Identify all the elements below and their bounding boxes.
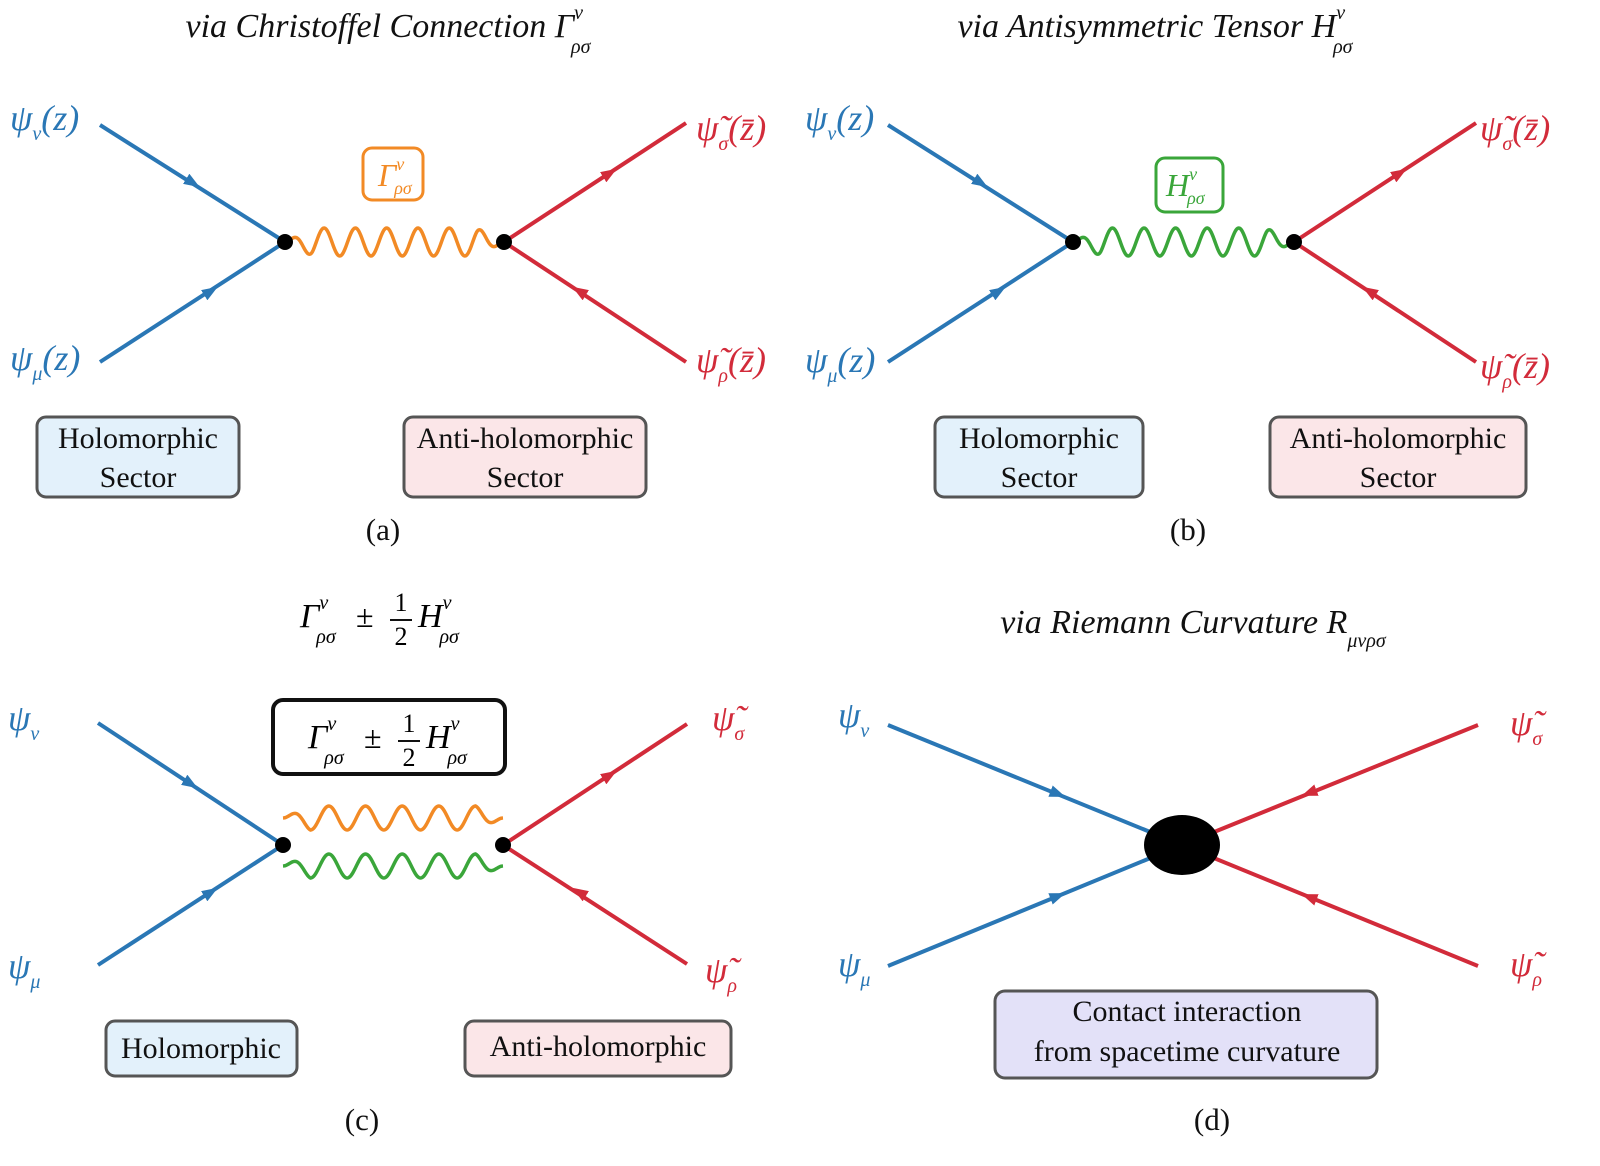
label-psi-nu: ψν — [8, 698, 39, 745]
label-psi-nu-z: ψν(z) — [805, 98, 874, 145]
vertex-left — [277, 234, 293, 250]
label-psitilde-sigma: ψ̃σ — [1510, 703, 1547, 750]
fermion-line-top-left — [98, 123, 287, 244]
fermion-line-top-left — [96, 721, 285, 847]
fermion-line-top-right — [501, 722, 689, 847]
holomorphic-sector-line2: Sector — [1001, 461, 1078, 494]
tensor-mediator-box — [1154, 156, 1225, 214]
box-formula-denominator: 2 — [403, 743, 416, 772]
label-psi-mu: ψμ — [838, 944, 870, 991]
fermion-line-top-left — [887, 723, 1183, 847]
formula-pm: ± — [356, 598, 374, 634]
antiholomorphic-sector-box — [402, 415, 648, 499]
fermion-line-bottom-right — [1292, 240, 1478, 364]
panel-d: via Riemann Curvature Rμνρσ ψν ψμ ψ̃σ ψ̃… — [838, 604, 1547, 1137]
antiholomorphic-box-label: Anti-holomorphic — [490, 1030, 707, 1063]
antiholomorphic-sector-line2: Sector — [1360, 461, 1437, 494]
christoffel-propagator — [282, 804, 504, 832]
vertex-left — [1065, 234, 1081, 250]
fermion-line-bottom-left — [887, 843, 1183, 968]
antiholomorphic-sector-line1: Anti-holomorphic — [1290, 422, 1507, 455]
holomorphic-box-label: Holomorphic — [121, 1032, 281, 1065]
holomorphic-box — [104, 1019, 299, 1078]
holomorphic-sector-box — [933, 415, 1145, 499]
vertex-left — [275, 837, 291, 853]
fermion-line-bottom-left — [98, 240, 287, 364]
holomorphic-sector-line1: Holomorphic — [58, 422, 218, 455]
label-psi-nu-z: ψν(z) — [10, 98, 79, 145]
label-psi-nu: ψν — [838, 695, 869, 742]
contact-vertex-blob — [1144, 815, 1220, 875]
christoffel-mediator-box — [361, 146, 425, 202]
label-psi-mu: ψμ — [8, 946, 40, 993]
contact-interaction-line1: Contact interaction — [1072, 995, 1301, 1028]
contact-interaction-line2: from spacetime curvature — [1034, 1035, 1341, 1068]
fermion-line-top-right — [1181, 723, 1479, 847]
formula-numerator: 1 — [395, 588, 408, 617]
panel-c-caption: (c) — [345, 1102, 379, 1137]
label-psitilde-sigma: ψ̃σ — [712, 698, 749, 745]
label-psi-mu-z: ψμ(z) — [10, 338, 80, 385]
christoffel-propagator — [284, 226, 505, 258]
tensor-propagator — [282, 852, 504, 880]
label-psitilde-rho-zbar: ψ̃ρ(z̄) — [696, 340, 766, 387]
label-psitilde-sigma-zbar: ψ̃σ(z̄) — [696, 108, 766, 155]
fermion-line-bottom-right — [1181, 843, 1479, 968]
holomorphic-sector-line2: Sector — [100, 461, 177, 494]
panel-b-caption: (b) — [1170, 512, 1206, 547]
label-psitilde-rho: ψ̃ρ — [1510, 944, 1547, 991]
panel-d-caption: (d) — [1194, 1102, 1230, 1137]
fermion-line-bottom-right — [502, 240, 688, 364]
tensor-propagator — [1072, 226, 1295, 258]
box-formula-pm: ± — [364, 719, 382, 755]
vertex-right — [496, 234, 512, 250]
fermion-line-top-left — [886, 123, 1075, 244]
holomorphic-sector-box — [35, 415, 241, 499]
combined-mediator-box — [271, 698, 507, 776]
holomorphic-sector-line1: Holomorphic — [959, 422, 1119, 455]
antiholomorphic-sector-line2: Sector — [487, 461, 564, 494]
label-psitilde-rho-zbar: ψ̃ρ(z̄) — [1480, 346, 1550, 393]
panel-a-caption: (a) — [366, 512, 400, 547]
fermion-line-top-right — [1292, 121, 1478, 244]
fermion-line-bottom-left — [96, 843, 285, 967]
vertex-right — [1286, 234, 1302, 250]
label-psitilde-sigma-zbar: ψ̃σ(z̄) — [1480, 108, 1550, 155]
vertex-right — [495, 837, 511, 853]
fermion-line-bottom-left — [886, 240, 1075, 364]
formula-denominator: 2 — [395, 622, 408, 651]
fermion-line-bottom-right — [501, 843, 689, 966]
label-psitilde-rho: ψ̃ρ — [705, 950, 742, 997]
antiholomorphic-sector-line1: Anti-holomorphic — [417, 422, 634, 455]
contact-interaction-box — [993, 989, 1379, 1080]
fermion-line-top-right — [502, 121, 688, 244]
label-psi-mu-z: ψμ(z) — [805, 340, 875, 387]
panel-d-title: via Riemann Curvature Rμνρσ — [1000, 604, 1387, 652]
antiholomorphic-sector-box — [1268, 415, 1528, 499]
antiholomorphic-box — [463, 1019, 733, 1078]
box-formula-numerator: 1 — [403, 709, 416, 738]
